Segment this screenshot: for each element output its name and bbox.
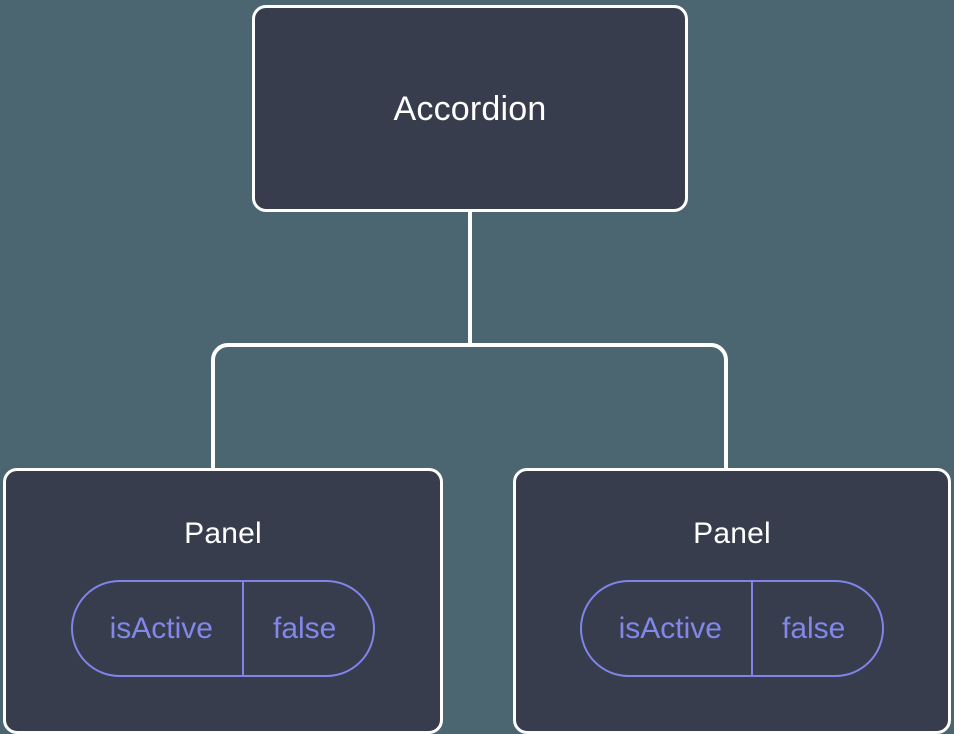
node-panel-1-label: Panel <box>693 517 771 550</box>
state-value-panel-1: false <box>750 582 882 675</box>
node-accordion-label: Accordion <box>393 89 547 128</box>
node-accordion[interactable]: Accordion <box>252 5 688 212</box>
state-value-panel-0: false <box>241 582 373 675</box>
state-key-panel-0: isActive <box>109 611 213 645</box>
state-pill-panel-0[interactable]: isActive false <box>70 580 376 677</box>
node-panel-1[interactable]: Panel isActive false <box>513 468 951 734</box>
state-pill-panel-1[interactable]: isActive false <box>579 580 885 677</box>
edge-root-to-panel-0 <box>211 343 470 470</box>
node-panel-0-label: Panel <box>184 517 262 550</box>
state-key-panel-1: isActive <box>618 611 722 645</box>
edge-root-to-panel-1 <box>470 343 728 470</box>
node-panel-0[interactable]: Panel isActive false <box>3 468 443 734</box>
